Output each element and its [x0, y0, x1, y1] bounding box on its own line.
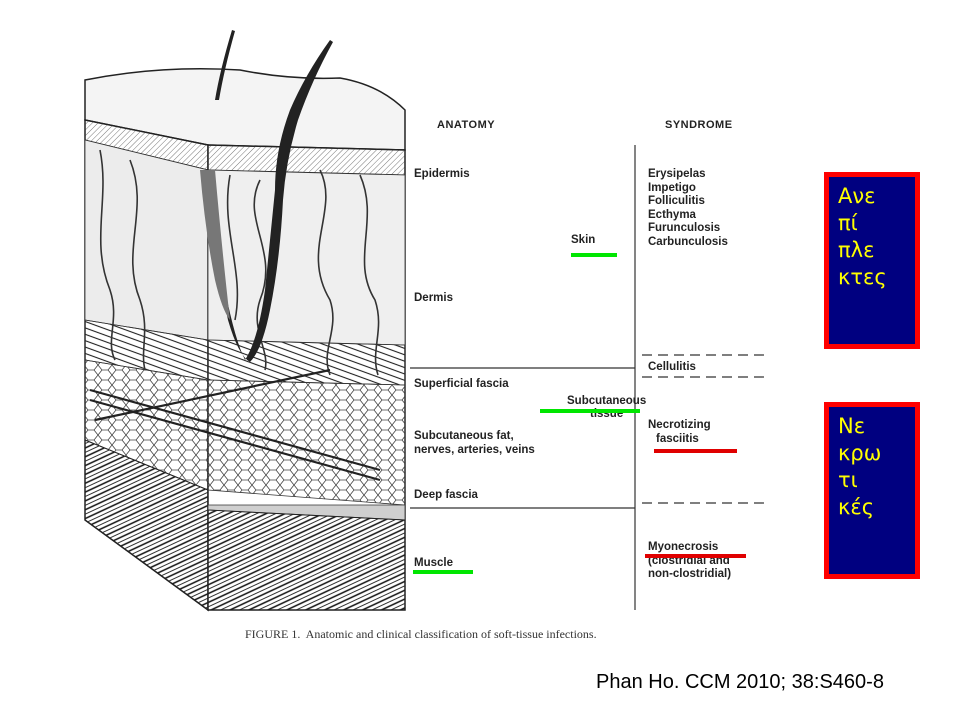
necrotizing-box-text: Νε κρω τι κές: [838, 414, 882, 519]
skin-syndromes-list: Erysipelas Impetigo Folliculitis Ecthyma…: [648, 168, 728, 250]
syndrome-ecthyma: Ecthyma: [648, 208, 696, 221]
syndrome-necrotizing-fasciitis: Necrotizing fasciitis: [648, 419, 711, 445]
label-epidermis: Epidermis: [414, 168, 470, 180]
myonecrosis-red-marker: [645, 554, 746, 558]
syndrome-impetigo: Impetigo: [648, 181, 696, 194]
label-deep-fascia: Deep fascia: [414, 489, 478, 501]
uncomplicated-box: Ανε πί πλε κτες: [824, 172, 920, 349]
uncomplicated-box-text: Ανε πί πλε κτες: [838, 184, 887, 289]
syndrome-folliculitis: Folliculitis: [648, 195, 705, 208]
anatomy-header: ANATOMY: [437, 119, 496, 131]
label-subcutaneous-tissue: Subcutaneous tissue: [567, 395, 647, 420]
label-muscle: Muscle: [414, 557, 453, 569]
muscle-green-marker: [413, 570, 473, 574]
label-subcutaneous-fat: Subcutaneous fat, nerves, arteries, vein…: [414, 430, 535, 456]
label-superficial-fascia: Superficial fascia: [414, 378, 509, 390]
subcutaneous-green-marker: [540, 409, 640, 413]
syndrome-myonecrosis: Myonecrosis (clostridial and non-clostri…: [648, 541, 732, 581]
figure-caption: FIGURE 1. Anatomic and clinical classifi…: [245, 627, 597, 641]
necrotizing-box: Νε κρω τι κές: [824, 402, 920, 579]
citation: Phan Ho. CCM 2010; 38:S460-8: [596, 671, 884, 693]
skin-green-marker: [571, 253, 617, 257]
label-skin: Skin: [571, 234, 596, 246]
syndrome-erysipelas: Erysipelas: [648, 168, 706, 180]
label-dermis: Dermis: [414, 292, 453, 304]
syndrome-furunculosis: Furunculosis: [648, 222, 721, 235]
syndrome-cellulitis: Cellulitis: [648, 361, 696, 373]
necrotizing-red-marker: [654, 449, 737, 453]
syndrome-header: SYNDROME: [665, 119, 733, 131]
syndrome-carbunculosis: Carbunculosis: [648, 235, 728, 248]
